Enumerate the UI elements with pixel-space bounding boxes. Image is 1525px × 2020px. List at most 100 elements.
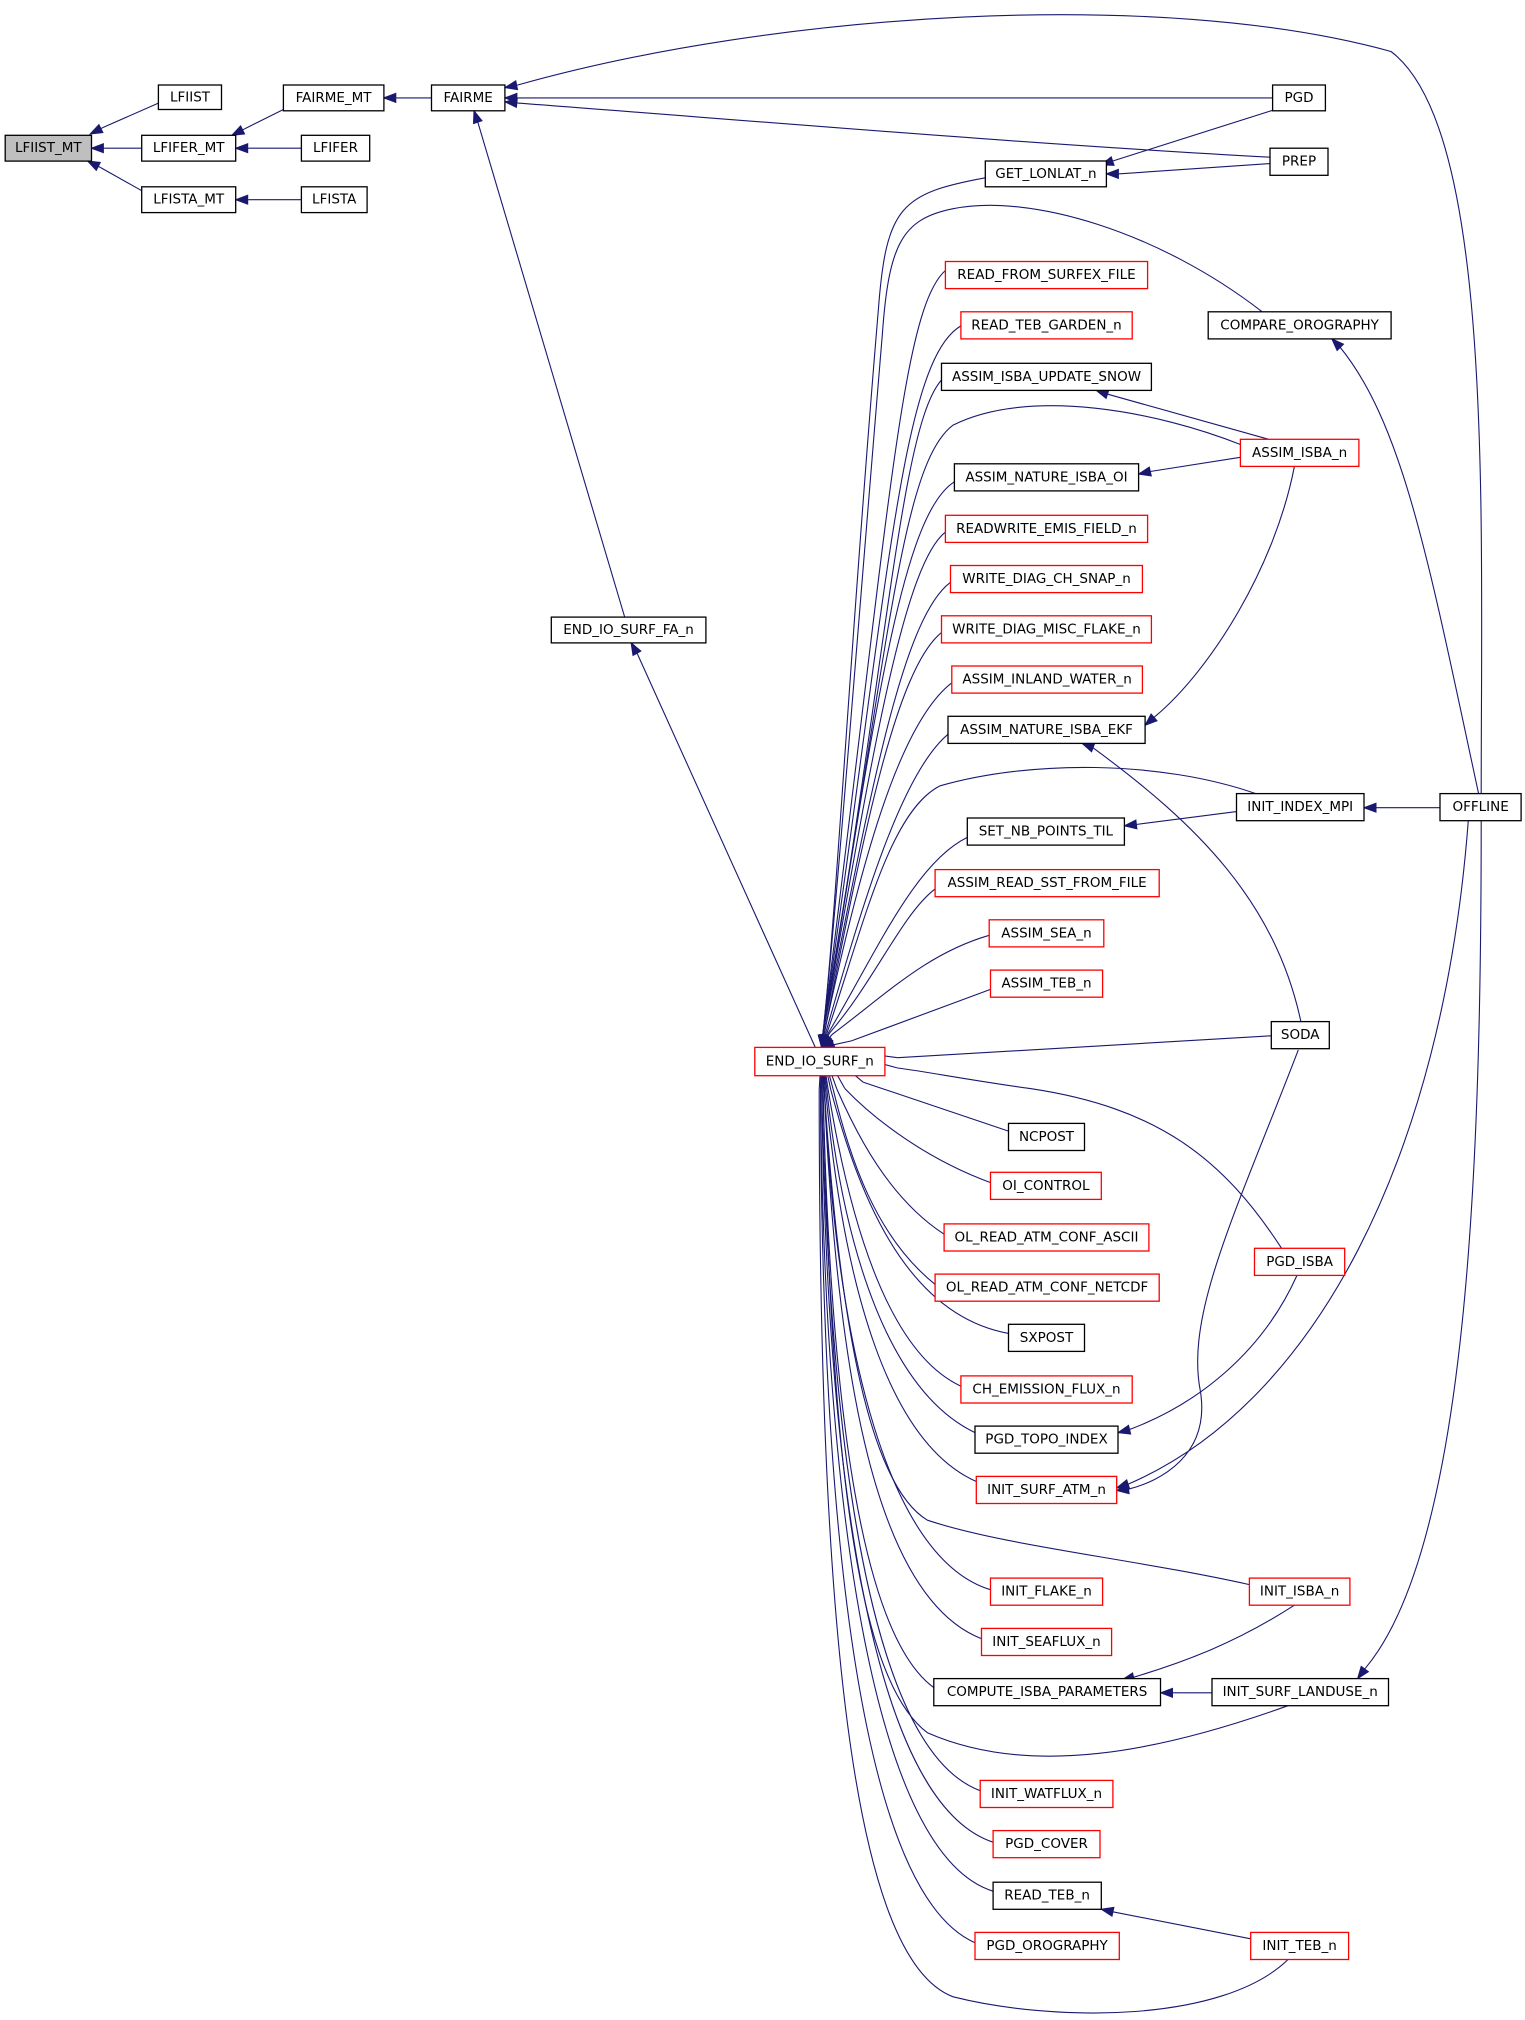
node-box[interactable] <box>979 1779 1114 1809</box>
node-init-watflux-n[interactable]: INIT_WATFLUX_n <box>979 1779 1114 1809</box>
node-offline[interactable]: OFFLINE <box>1439 792 1522 822</box>
node-box[interactable] <box>989 1577 1104 1606</box>
node-box[interactable] <box>1207 311 1392 340</box>
node-compare-orography[interactable]: COMPARE_OROGRAPHY <box>1207 311 1392 340</box>
node-box[interactable] <box>1269 147 1329 176</box>
node-box[interactable] <box>989 969 1104 998</box>
node-ncpost[interactable]: NCPOST <box>1007 1122 1086 1152</box>
node-assim-sea-n[interactable]: ASSIM_SEA_n <box>988 919 1105 948</box>
node-box[interactable] <box>430 84 506 112</box>
node-init-isba-n[interactable]: INIT_ISBA_n <box>1248 1577 1351 1606</box>
node-assim-teb-n[interactable]: ASSIM_TEB_n <box>989 969 1104 998</box>
node-set-nb-points-til[interactable]: SET_NB_POINTS_TIL <box>966 817 1126 846</box>
node-init-teb-n[interactable]: INIT_TEB_n <box>1250 1931 1350 1961</box>
node-box[interactable] <box>988 919 1105 948</box>
node-box[interactable] <box>953 463 1140 492</box>
node-read-teb-n[interactable]: READ_TEB_n <box>992 1881 1102 1910</box>
node-box[interactable] <box>754 1046 886 1077</box>
node-assim-isba-update-snow[interactable]: ASSIM_ISBA_UPDATE_SNOW <box>940 362 1153 392</box>
node-box[interactable] <box>933 1677 1162 1707</box>
node-ol-read-atm-conf-ascii[interactable]: OL_READ_ATM_CONF_ASCII <box>943 1223 1150 1252</box>
node-box[interactable] <box>1248 1577 1351 1606</box>
node-box[interactable] <box>940 362 1153 392</box>
node-box[interactable] <box>943 1223 1150 1252</box>
node-box[interactable] <box>550 616 707 644</box>
node-read-from-surfex-file[interactable]: READ_FROM_SURFEX_FILE <box>944 260 1149 290</box>
node-box[interactable] <box>947 715 1146 745</box>
node-box[interactable] <box>300 186 368 214</box>
node-box[interactable] <box>944 514 1149 544</box>
node-box[interactable] <box>1439 792 1522 822</box>
node-init-surf-landuse-n[interactable]: INIT_SURF_LANDUSE_n <box>1211 1677 1390 1707</box>
node-box[interactable] <box>157 84 223 111</box>
node-box[interactable] <box>966 817 1126 846</box>
node-box[interactable] <box>934 868 1160 898</box>
node-box[interactable] <box>992 1881 1102 1910</box>
node-ol-read-atm-conf-netcdf[interactable]: OL_READ_ATM_CONF_NETCDF <box>934 1273 1160 1302</box>
node-lfiist-mt[interactable]: LFIIST_MT <box>4 134 93 162</box>
node-box[interactable] <box>974 1931 1120 1961</box>
node-get-lonlat-n[interactable]: GET_LONLAT_n <box>984 160 1108 188</box>
node-box[interactable] <box>141 134 237 162</box>
node-fairme[interactable]: FAIRME <box>430 84 506 112</box>
node-write-diag-misc-flake-n[interactable]: WRITE_DIAG_MISC_FLAKE_n <box>940 615 1153 644</box>
node-box[interactable] <box>960 1375 1133 1404</box>
node-assim-read-sst-from-file[interactable]: ASSIM_READ_SST_FROM_FILE <box>934 868 1160 898</box>
node-box[interactable] <box>141 186 237 214</box>
node-init-seaflux-n[interactable]: INIT_SEAFLUX_n <box>980 1627 1113 1657</box>
node-box[interactable] <box>944 260 1149 290</box>
node-box[interactable] <box>949 564 1144 594</box>
node-box[interactable] <box>1235 792 1365 822</box>
node-box[interactable] <box>1253 1247 1346 1277</box>
node-init-surf-atm-n[interactable]: INIT_SURF_ATM_n <box>975 1475 1118 1505</box>
node-pgd-topo-index[interactable]: PGD_TOPO_INDEX <box>974 1425 1119 1454</box>
node-assim-nature-isba-ekf[interactable]: ASSIM_NATURE_ISBA_EKF <box>947 715 1146 745</box>
node-box[interactable] <box>940 615 1153 644</box>
node-init-flake-n[interactable]: INIT_FLAKE_n <box>989 1577 1104 1606</box>
node-box[interactable] <box>1211 1677 1390 1707</box>
node-fairme-mt[interactable]: FAIRME_MT <box>282 84 385 112</box>
node-lfista-mt[interactable]: LFISTA_MT <box>141 186 237 214</box>
node-box[interactable] <box>974 1425 1119 1454</box>
node-end-io-surf-fa-n[interactable]: END_IO_SURF_FA_n <box>550 616 707 644</box>
node-box[interactable] <box>1007 1122 1086 1152</box>
node-box[interactable] <box>1270 1020 1330 1050</box>
node-write-diag-ch-snap-n[interactable]: WRITE_DIAG_CH_SNAP_n <box>949 564 1144 594</box>
node-init-index-mpi[interactable]: INIT_INDEX_MPI <box>1235 792 1365 822</box>
node-sxpost[interactable]: SXPOST <box>1007 1323 1086 1353</box>
node-box[interactable] <box>1250 1931 1350 1961</box>
node-box[interactable] <box>980 1627 1113 1657</box>
node-box[interactable] <box>1007 1323 1086 1353</box>
node-compute-isba-parameters[interactable]: COMPUTE_ISBA_PARAMETERS <box>933 1677 1162 1707</box>
node-end-io-surf-n[interactable]: END_IO_SURF_n <box>754 1046 886 1077</box>
node-box[interactable] <box>960 311 1133 340</box>
node-box[interactable] <box>984 160 1108 188</box>
node-box[interactable] <box>951 665 1144 694</box>
node-pgd-cover[interactable]: PGD_COVER <box>992 1829 1101 1859</box>
node-assim-inland-water-n[interactable]: ASSIM_INLAND_WATER_n <box>951 665 1144 694</box>
node-assim-isba-n[interactable]: ASSIM_ISBA_n <box>1239 438 1360 468</box>
node-box[interactable] <box>934 1273 1160 1302</box>
node-box[interactable] <box>1239 438 1360 468</box>
node-box[interactable] <box>1271 84 1327 112</box>
node-lfista[interactable]: LFISTA <box>300 186 368 214</box>
node-ch-emission-flux-n[interactable]: CH_EMISSION_FLUX_n <box>960 1375 1133 1404</box>
node-lfifer-mt[interactable]: LFIFER_MT <box>141 134 237 162</box>
node-box[interactable] <box>992 1829 1101 1859</box>
node-pgd-isba[interactable]: PGD_ISBA <box>1253 1247 1346 1277</box>
node-prep[interactable]: PREP <box>1269 147 1329 176</box>
node-box[interactable] <box>300 134 371 162</box>
node-lfiist[interactable]: LFIIST <box>157 84 223 111</box>
node-oi-control[interactable]: OI_CONTROL <box>989 1171 1102 1201</box>
node-read-teb-garden-n[interactable]: READ_TEB_GARDEN_n <box>960 311 1133 340</box>
node-box[interactable] <box>282 84 385 112</box>
node-pgd[interactable]: PGD <box>1271 84 1327 112</box>
node-readwrite-emis-field-n[interactable]: READWRITE_EMIS_FIELD_n <box>944 514 1149 544</box>
node-box[interactable] <box>4 134 93 162</box>
node-box[interactable] <box>989 1171 1102 1201</box>
node-soda[interactable]: SODA <box>1270 1020 1330 1050</box>
node-lfifer[interactable]: LFIFER <box>300 134 371 162</box>
node-assim-nature-isba-oi[interactable]: ASSIM_NATURE_ISBA_OI <box>953 463 1140 492</box>
node-pgd-orography[interactable]: PGD_OROGRAPHY <box>974 1931 1120 1961</box>
node-box[interactable] <box>975 1475 1118 1505</box>
